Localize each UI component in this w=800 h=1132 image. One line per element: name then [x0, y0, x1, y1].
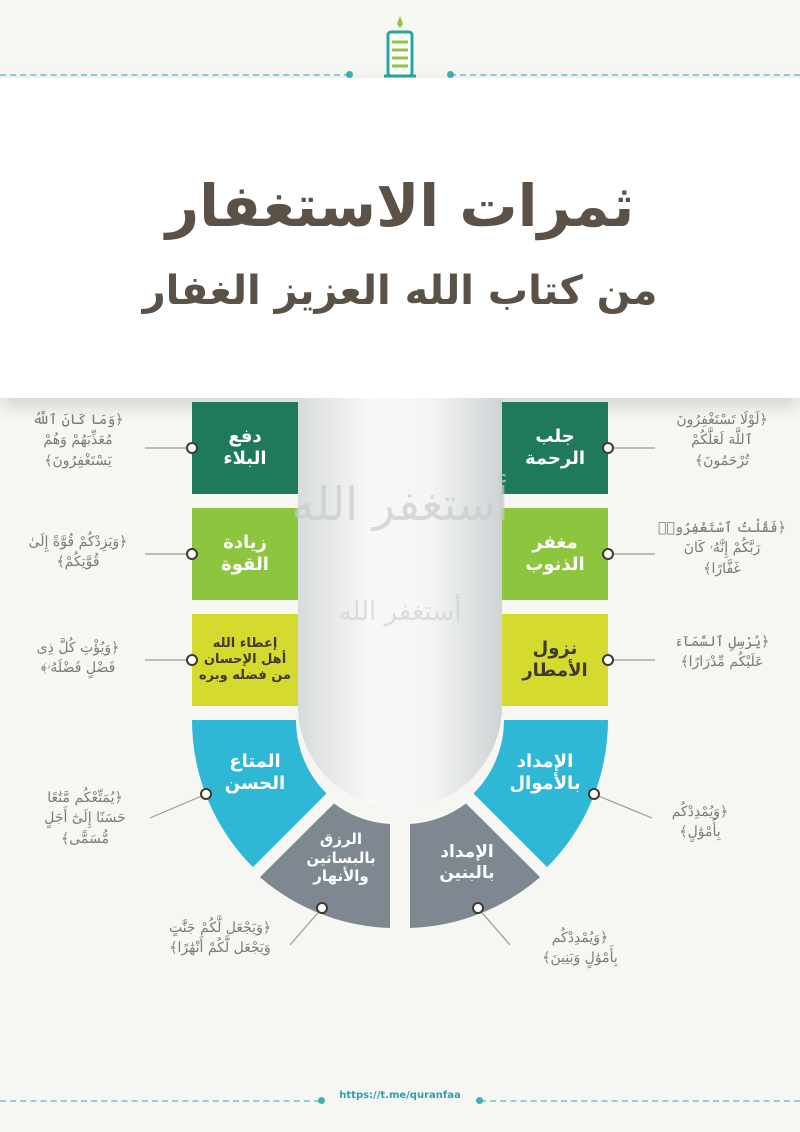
ring-segment-cyan-right [473, 720, 609, 868]
benefit-label-enjoyment: المتاع الحسن [224, 750, 286, 795]
box-right-2 [502, 508, 608, 600]
header-panel [0, 78, 800, 398]
center-pill [298, 398, 502, 808]
connector-dot-right-1 [602, 442, 614, 454]
bottom-dashed-line-right [480, 1100, 800, 1102]
benefit-label-mercy: جلب الرحمة [524, 425, 586, 470]
top-dashed-line-left [0, 74, 350, 76]
logo-emblem [368, 14, 432, 86]
verse-right-2: ﴿فَقُلْتُ ٱسْتَغْفِرُوا۟ رَبَّكُمْ إِنَّ… [658, 520, 786, 577]
connector-dot-left-4 [200, 788, 212, 800]
verse-right-4: ﴿وَيُمْدِدْكُم بِأَمْوَٰلٍ﴾ [671, 804, 729, 841]
page-title: ثمرات الاستغفار [165, 172, 635, 240]
benefit-label-rain: نزول الأمطار [522, 637, 588, 682]
connector-dot-right-3 [602, 654, 614, 666]
top-dot-right [447, 71, 454, 78]
bottom-dot-right [476, 1097, 483, 1104]
ring-segment-cyan-left [192, 720, 327, 868]
verse-right-5: ﴿وَيُمْدِدْكُم بِأَمْوَٰلٍ وَبَنِينَ﴾ [542, 930, 618, 967]
bottom-dashed-line-left [0, 1100, 320, 1102]
box-left-3 [192, 614, 298, 706]
watermark-small: أستغفر الله [339, 593, 462, 627]
ring-segment-slate-right [410, 803, 541, 928]
bottom-dot-left [318, 1097, 325, 1104]
page-subtitle: من كتاب الله العزيز الغفار [142, 268, 658, 314]
connector-dot-right-2 [602, 548, 614, 560]
benefit-label-calamity: دفع البلاء [223, 425, 267, 470]
connector-dot-right-5 [472, 902, 484, 914]
verse-right-1: ﴿لَوْلَا تَسْتَغْفِرُونَ ٱللَّهَ لَعَلَّ… [676, 412, 768, 469]
connector-dot-left-2 [186, 548, 198, 560]
benefit-label-gardens: الرزق بالبساتين والأنهار [306, 829, 376, 886]
ring-segment-slate-left [259, 803, 390, 928]
connector-dot-right-4 [588, 788, 600, 800]
box-left-1 [192, 402, 298, 494]
verse-left-1: ﴿وَمَا كَانَ ٱللَّهُ مُعَذِّبَهُمْ وَهُم… [32, 412, 124, 469]
verse-left-3: ﴿وَيُؤْتِ كُلَّ ذِى فَضْلٍ فَضْلَهُۥ﴾ [36, 640, 120, 677]
top-dashed-line-right [450, 74, 800, 76]
verse-left-5: ﴿وَيَجْعَل لَّكُمْ جَنَّٰتٍ وَيَجْعَل لَ… [168, 920, 272, 957]
box-left-2 [192, 508, 298, 600]
box-right-3 [502, 614, 608, 706]
verse-right-3: ﴿يُرْسِلِ ٱلسَّمَآءَ عَلَيْكُم مِّدْرَار… [674, 634, 770, 671]
box-right-1 [502, 402, 608, 494]
benefit-label-wealth: الإمداد بالأموال [509, 750, 581, 795]
verse-left-4: ﴿يُمَتِّعْكُم مَّتَٰعًا حَسَنًا إِلَىٰٓ … [44, 790, 126, 847]
benefit-label-forgiveness: مغفر الذنوب [525, 531, 585, 576]
benefit-label-strength: زيادة القوة [221, 531, 269, 576]
verse-left-2: ﴿وَيَزِدْكُمْ قُوَّةً إِلَىٰ قُوَّتِكُمْ… [28, 534, 128, 571]
watermark-large: أستغفر الله [291, 474, 508, 532]
connector-dot-left-1 [186, 442, 198, 454]
benefit-label-sons: الإمداد بالبنين [439, 841, 495, 883]
benefit-label-bounty: إعطاء الله أهل الإحسان من فضله وبره [198, 635, 292, 684]
connector-dot-left-5 [316, 902, 328, 914]
top-dot-left [346, 71, 353, 78]
footer-link[interactable]: https://t.me/quranfaa [339, 1090, 461, 1101]
connector-dot-left-3 [186, 654, 198, 666]
